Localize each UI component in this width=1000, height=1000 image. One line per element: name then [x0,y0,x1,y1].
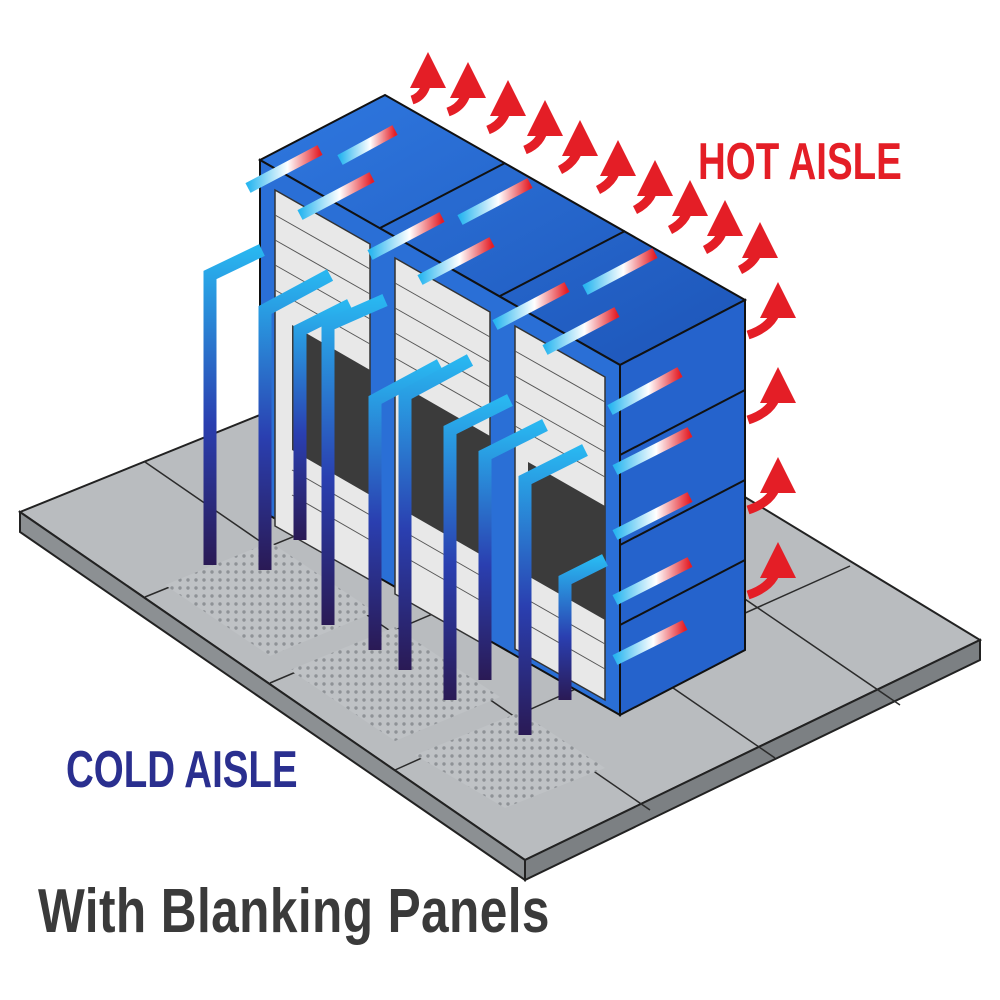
hot-air-arrow [667,180,708,235]
cold-air-arrow [203,244,265,565]
cold-air-arrow [368,359,444,650]
cold-air-arrow [321,294,388,625]
hot-air-arrow [409,52,446,105]
hot-air-arrow [746,367,796,425]
transit-arrow [607,367,683,415]
transit-arrow [612,557,693,605]
hot-air-arrow [702,200,743,255]
through-rack-airflow [245,125,693,665]
cold-air-arrow [293,299,353,540]
transit-arrow [457,178,533,225]
transit-arrow [542,307,620,355]
hot-aisle-label: HOT AISLE [698,133,902,191]
cold-aisle-label: COLD AISLE [66,741,298,799]
hot-air-arrow [446,62,486,117]
hot-air-arrow [557,120,598,175]
transit-arrow [367,212,445,260]
cold-air-arrow [398,354,474,670]
perforated-tile [290,627,500,741]
perforated-tile [165,542,375,656]
perforated-tile [415,712,605,808]
transit-arrow [417,237,495,285]
hot-air-arrow [746,542,796,600]
cold-airflow [203,244,608,735]
hot-air-arrow [486,80,526,135]
diagram-caption: With Blanking Panels [38,877,550,946]
cold-air-arrow [558,554,608,700]
hot-air-arrow [746,457,796,515]
blanking-panel [528,462,605,620]
hot-air-arrow [746,282,796,340]
transit-arrow [612,620,688,665]
transit-arrow [612,427,693,475]
hot-airflow [409,52,796,600]
cold-air-arrow [258,269,334,570]
transit-arrow [492,282,570,330]
hot-air-arrow [632,160,673,215]
transit-arrow [245,145,323,193]
cold-air-arrow [443,394,513,700]
transit-arrow [612,492,693,540]
cold-air-arrow [518,444,588,735]
transit-arrow [337,125,398,165]
transit-arrow [582,248,658,295]
hot-air-arrow [737,222,778,275]
hot-air-arrow [523,100,563,155]
cold-air-arrow [478,419,548,680]
hot-air-arrow [595,140,636,195]
transit-arrow [297,172,375,220]
